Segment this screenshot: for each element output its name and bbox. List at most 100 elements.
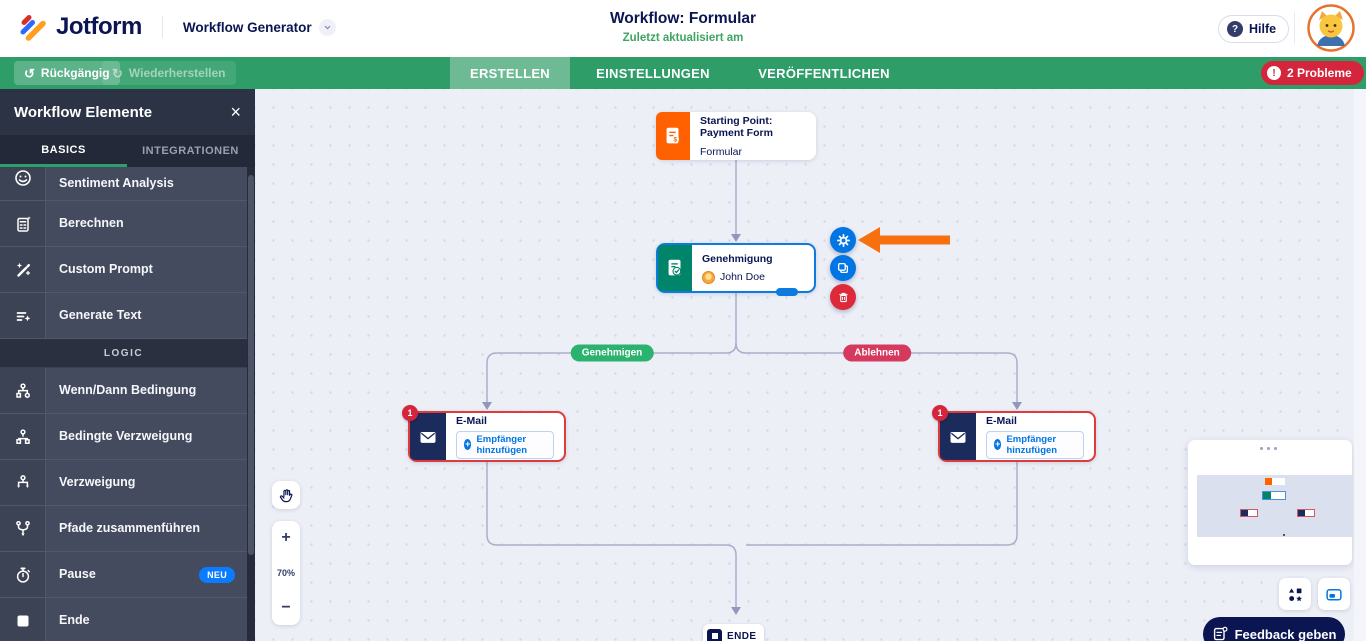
email-icon xyxy=(410,413,446,460)
minimap-node-start xyxy=(1265,478,1285,485)
sidebar-item-ende[interactable]: Ende xyxy=(0,598,247,641)
header-divider xyxy=(1294,12,1295,44)
builder-toolbar: ↺ Rückgängig ↻ Wiederherstellen ERSTELLE… xyxy=(0,57,1366,89)
tab-einstellungen[interactable]: EINSTELLUNGEN xyxy=(596,65,710,81)
minimap-node-email-left xyxy=(1240,509,1258,517)
product-switcher[interactable]: Workflow Generator xyxy=(183,18,336,36)
edge-label-deny[interactable]: Ablehnen xyxy=(843,344,911,362)
minimap-drag-dots[interactable] xyxy=(1260,447,1277,450)
gear-icon xyxy=(836,233,850,247)
assignee-avatar xyxy=(702,270,715,284)
end-square-icon xyxy=(707,628,722,641)
zoom-in-button[interactable]: + xyxy=(281,529,291,546)
help-button[interactable]: ? Hilfe xyxy=(1218,15,1290,43)
email-icon xyxy=(940,413,976,460)
calculator-icon xyxy=(0,201,46,246)
zoom-level: 70% xyxy=(276,568,295,578)
minimap-viewport[interactable] xyxy=(1197,475,1352,537)
node-subtitle: Formular xyxy=(700,145,743,158)
generate-text-icon xyxy=(0,293,46,338)
node-title: Genehmigung xyxy=(702,252,773,265)
svg-text:$: $ xyxy=(674,136,678,143)
error-count-badge: 1 xyxy=(402,405,418,421)
sidebar-tab-integrationen[interactable]: INTEGRATIONEN xyxy=(142,145,239,157)
add-recipient-button[interactable]: + Empfänger hinzufügen xyxy=(456,430,554,459)
jotform-logo-icon[interactable] xyxy=(18,12,48,42)
node-duplicate-button[interactable] xyxy=(830,255,856,281)
redo-icon: ↻ xyxy=(112,65,123,81)
user-avatar[interactable] xyxy=(1307,4,1355,52)
stopwatch-icon xyxy=(0,552,46,597)
problems-badge[interactable]: ! 2 Probleme xyxy=(1261,61,1364,85)
workflow-title-block: Workflow: Formular Zuletzt aktualisiert … xyxy=(543,10,823,44)
sidebar-item-pfade-zusammenfuehren[interactable]: Pfade zusammenführen xyxy=(0,506,247,552)
sidebar-item-berechnen[interactable]: Berechnen xyxy=(0,201,247,247)
minimap-node-end xyxy=(1283,534,1285,536)
smiley-icon xyxy=(0,167,46,200)
minimap-panel[interactable] xyxy=(1188,440,1352,565)
node-start-payment-form[interactable]: $ Starting Point: Payment Form Formular xyxy=(656,112,816,160)
sidebar-item-wenn-dann-bedingung[interactable]: Wenn/Dann Bedingung xyxy=(0,368,247,414)
sidebar-item-bedingte-verzweigung[interactable]: Bedingte Verzweigung xyxy=(0,414,247,460)
elements-sidebar: Workflow Elemente × BASICS INTEGRATIONEN xyxy=(0,89,255,641)
zoom-controls: + 70% − xyxy=(272,521,300,625)
chevron-down-icon[interactable] xyxy=(318,18,336,36)
sidebar-item-sentiment-analysis[interactable]: Sentiment Analysis xyxy=(0,167,247,201)
approval-icon xyxy=(658,245,692,291)
minimap-icon xyxy=(1326,588,1342,601)
tab-veroeffentlichen[interactable]: VERÖFFENTLICHEN xyxy=(758,65,890,81)
logo-wordmark[interactable]: Jotform xyxy=(56,13,142,40)
minimap-node-approval xyxy=(1262,491,1286,500)
page-title: Workflow: Formular xyxy=(609,10,757,27)
assignee-row: John Doe xyxy=(702,270,804,284)
conditional-branch-icon xyxy=(0,414,46,459)
feedback-button[interactable]: Feedback geben xyxy=(1203,617,1345,641)
add-recipient-button[interactable]: + Empfänger hinzufügen xyxy=(986,430,1084,459)
close-icon[interactable]: × xyxy=(230,102,241,122)
canvas-scrollbar[interactable] xyxy=(1354,89,1366,641)
sidebar-item-verzweigung[interactable]: Verzweigung xyxy=(0,460,247,506)
sidebar-scrollbar-thumb[interactable] xyxy=(248,175,254,555)
exclamation-icon: ! xyxy=(1267,66,1281,80)
edge-label-approve[interactable]: Genehmigen xyxy=(570,344,654,362)
node-settings-button[interactable] xyxy=(830,227,856,253)
hand-icon xyxy=(279,488,292,502)
node-title: E-Mail xyxy=(986,414,1017,427)
minimap-toggle-button[interactable] xyxy=(1318,578,1350,610)
redo-button[interactable]: ↻ Wiederherstellen xyxy=(102,61,236,85)
node-approval[interactable]: Genehmigung John Doe xyxy=(656,243,816,296)
pan-hand-button[interactable] xyxy=(272,481,300,509)
plus-icon: + xyxy=(994,439,1002,450)
end-square-icon xyxy=(0,598,46,641)
node-title: E-Mail xyxy=(456,414,487,427)
connection-handle[interactable] xyxy=(776,288,798,296)
undo-icon: ↺ xyxy=(24,65,35,81)
feedback-form-icon xyxy=(1213,626,1228,641)
trash-icon xyxy=(838,292,848,302)
node-title: Starting Point: Payment Form xyxy=(700,114,773,139)
merge-paths-icon xyxy=(0,506,46,551)
sidebar-item-list: Sentiment Analysis Berechnen xyxy=(0,167,247,641)
node-delete-button[interactable] xyxy=(830,284,856,310)
payment-form-icon: $ xyxy=(656,112,690,160)
node-end[interactable]: ENDE xyxy=(703,624,765,641)
sidebar-item-custom-prompt[interactable]: Custom Prompt xyxy=(0,247,247,293)
error-count-badge: 1 xyxy=(932,405,948,421)
sidebar-item-generate-text[interactable]: Generate Text xyxy=(0,293,247,339)
zoom-out-button[interactable]: − xyxy=(281,599,291,616)
node-email-left[interactable]: 1 E-Mail + Empfänger hinzufügen xyxy=(402,405,566,462)
sidebar-item-pause[interactable]: Pause NEU xyxy=(0,552,247,598)
node-email-right[interactable]: 1 E-Mail + Empfänger hinzufügen xyxy=(932,405,1096,462)
workflow-canvas[interactable]: Genehmigen Ablehnen $ Starting Point: Pa… xyxy=(255,89,1366,641)
elements-toggle-button[interactable] xyxy=(1279,578,1311,610)
shapes-icon xyxy=(1288,587,1302,601)
magic-pencil-icon xyxy=(0,247,46,292)
sidebar-title: Workflow Elemente xyxy=(14,103,153,121)
header-divider xyxy=(161,16,163,38)
minimap-node-email-right xyxy=(1297,509,1315,517)
undo-button[interactable]: ↺ Rückgängig xyxy=(14,61,120,85)
tab-erstellen[interactable]: ERSTELLEN xyxy=(450,57,570,89)
plus-icon: + xyxy=(464,439,472,450)
sidebar-tab-basics[interactable]: BASICS xyxy=(0,135,127,167)
